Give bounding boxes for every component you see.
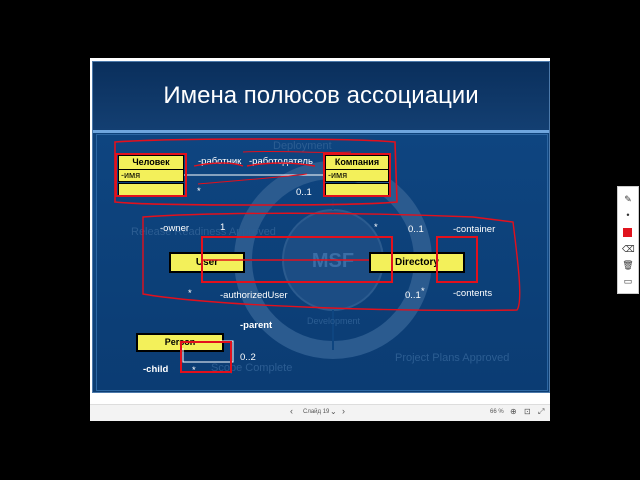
slide-number[interactable]: Слайд 19: [303, 409, 330, 415]
role-child: -child: [143, 364, 169, 375]
wm-label-development: Development: [307, 316, 361, 326]
slide-title: Имена полюсов ассоциации: [163, 82, 479, 109]
role-parent: -parent: [240, 320, 273, 331]
role-rabotnik: -работник: [198, 156, 242, 167]
trash-icon[interactable]: 🗑: [622, 260, 634, 270]
presentation-toolbar: ‹ Слайд 19 ⌄ › 66 % ⊕ ⊡ ⤢: [90, 404, 550, 421]
pen-icon[interactable]: ✎: [624, 194, 632, 204]
screen-icon[interactable]: ▭: [623, 276, 633, 286]
eraser-icon[interactable]: ⌫: [622, 244, 635, 254]
class-user: User: [169, 252, 245, 273]
wm-label-plans: Project Plans Approved: [395, 352, 510, 364]
slide: Имена полюсов ассоциации MSF Deployment …: [92, 61, 550, 393]
role-contents: -contents: [453, 288, 493, 299]
role-rabotodatel: -работодатель: [249, 156, 313, 167]
fullscreen-icon[interactable]: ⤢: [538, 407, 545, 416]
mult-owner: 1: [220, 222, 226, 233]
mult-container: 0..1: [408, 224, 424, 235]
prev-slide-button[interactable]: ‹: [290, 406, 293, 416]
mult-right-d1: 0..1: [296, 187, 312, 198]
slide-menu-chevron[interactable]: ⌄: [330, 407, 337, 416]
role-container: -container: [453, 224, 496, 235]
mult-parent: 0..2: [240, 352, 256, 363]
fit-icon[interactable]: ⊡: [524, 407, 531, 416]
title-band: [93, 62, 549, 130]
mult-contents: 0..1: [405, 290, 421, 301]
class-kompaniya: Компания: [325, 155, 389, 170]
mult-authorized: *: [188, 288, 192, 299]
class-person: Person: [136, 333, 224, 352]
next-slide-button[interactable]: ›: [342, 406, 345, 416]
attr-chelovek-name: -имя: [118, 169, 184, 182]
wm-label-scope: Scope Complete: [211, 362, 293, 374]
class-directory: Directory: [369, 252, 465, 273]
annotation-sidebar: ✎ • ⌫ 🗑 ▭: [617, 186, 639, 294]
ops-chelovek: [118, 183, 184, 196]
mult-owner-right: *: [374, 222, 378, 233]
wm-label-release: Release Readiness Approved: [131, 226, 276, 238]
wm-label-deployment: Deployment: [273, 140, 332, 152]
class-chelovek: Человек: [118, 155, 184, 170]
title-divider: [93, 130, 549, 133]
zoom-level: 66 %: [490, 409, 504, 415]
mult-child: *: [192, 365, 196, 376]
zoom-in-icon[interactable]: ⊕: [510, 407, 517, 416]
color-swatch-red[interactable]: [623, 228, 632, 237]
mult-contents-star: *: [421, 286, 425, 297]
ops-kompaniya: [325, 183, 389, 196]
role-authorizeduser: -authorizedUser: [220, 290, 288, 301]
watermark-center: MSF: [312, 250, 354, 272]
mult-left-d1: *: [197, 186, 201, 197]
dot-icon[interactable]: •: [626, 210, 630, 220]
attr-kompaniya-name: -имя: [325, 169, 389, 182]
role-owner: -owner: [160, 223, 190, 234]
